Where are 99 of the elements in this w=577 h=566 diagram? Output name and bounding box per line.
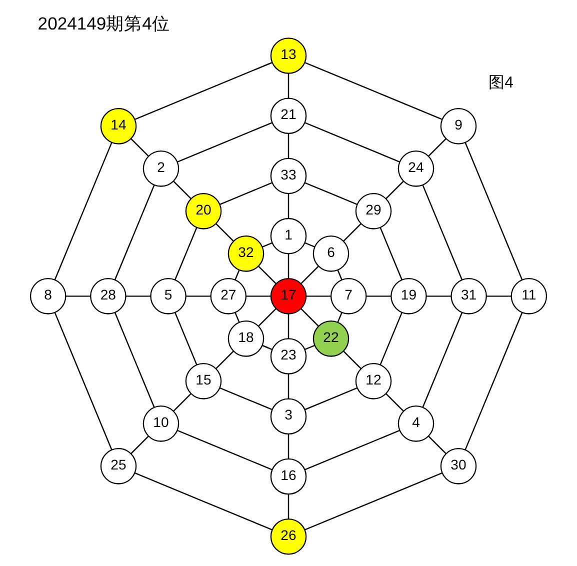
node-circle: 17 (270, 278, 307, 314)
connector (428, 436, 446, 454)
connector (234, 270, 240, 280)
label: 图4 (488, 74, 514, 92)
connector (380, 312, 402, 366)
connector (258, 308, 276, 327)
node-circle: 10 (142, 406, 180, 442)
connector (464, 142, 523, 280)
connector (114, 184, 155, 280)
connector (262, 344, 272, 350)
connector (54, 312, 112, 450)
connector (464, 312, 523, 450)
connector (304, 387, 358, 410)
connector (246, 296, 271, 297)
connector (288, 314, 290, 338)
connector (114, 312, 155, 408)
connector (380, 227, 402, 280)
connector (134, 472, 272, 530)
node-circle: 26 (270, 518, 307, 555)
connector (304, 472, 442, 530)
connector (337, 312, 342, 322)
node-circle: 24 (398, 150, 434, 187)
connector (177, 122, 272, 162)
connector (174, 312, 198, 366)
connector (258, 266, 276, 284)
connector (288, 254, 290, 278)
node-circle: 28 (90, 278, 126, 314)
node-circle: 30 (440, 448, 477, 484)
connector (426, 296, 452, 297)
connector (306, 296, 331, 297)
connector (177, 430, 272, 470)
connector (288, 194, 290, 218)
node-circle: 15 (185, 363, 222, 400)
node-circle: 19 (390, 278, 427, 314)
node-circle: 25 (100, 448, 137, 484)
node-circle: 8 (30, 278, 66, 314)
connector (337, 270, 342, 280)
connector (126, 296, 151, 297)
connector (343, 223, 362, 242)
connector (422, 312, 463, 408)
connector (386, 180, 404, 200)
connector (428, 138, 446, 157)
connector (386, 393, 404, 412)
connector (304, 242, 315, 248)
connector (216, 350, 234, 370)
node-circle: 32 (228, 236, 264, 272)
connector (304, 62, 442, 120)
connector (234, 312, 240, 323)
connector (130, 138, 149, 157)
connector (366, 296, 391, 297)
connector (288, 134, 290, 158)
connector (343, 350, 362, 370)
connector (304, 344, 315, 350)
connector (173, 393, 192, 412)
connector (173, 180, 192, 200)
connector (300, 308, 319, 327)
node-circle: 7 (330, 278, 367, 314)
node-circle: 16 (270, 458, 307, 495)
connector (186, 296, 211, 297)
node-circle: 2 (142, 150, 180, 187)
connector (288, 74, 290, 98)
node-circle: 4 (398, 406, 434, 442)
node-circle: 1 (270, 218, 307, 254)
node-circle: 12 (355, 363, 392, 400)
connector (220, 387, 272, 410)
node-circle: 9 (440, 108, 477, 144)
connector (486, 296, 512, 297)
diagram-title: 2024149期第4位 (38, 13, 170, 34)
connector (288, 434, 290, 459)
connector (66, 296, 90, 297)
node-circle: 13 (270, 38, 307, 74)
node-circle: 20 (185, 193, 222, 230)
node-circle: 6 (312, 236, 350, 272)
connector (134, 62, 272, 120)
node-circle: 23 (270, 338, 307, 374)
node-circle: 33 (270, 158, 307, 194)
connector (304, 122, 400, 162)
connector (304, 430, 400, 470)
connector (220, 182, 272, 205)
connector (422, 184, 463, 280)
connector (300, 266, 319, 284)
node-circle: 18 (228, 320, 264, 357)
connector (216, 223, 234, 242)
node-circle: 29 (355, 193, 392, 230)
connector (174, 227, 198, 280)
connector (288, 494, 290, 519)
node-circle: 11 (510, 278, 548, 314)
node-circle: 21 (270, 98, 307, 134)
node-circle: 14 (100, 108, 137, 144)
node-circle: 31 (450, 278, 487, 314)
node-circle: 5 (150, 278, 186, 314)
connector (262, 242, 272, 248)
connector (54, 142, 112, 280)
connector (304, 182, 358, 205)
node-circle: 27 (210, 278, 247, 314)
node-circle: 22 (312, 320, 350, 357)
node-circle: 3 (270, 398, 307, 435)
connector (288, 374, 290, 399)
connector (130, 436, 149, 454)
